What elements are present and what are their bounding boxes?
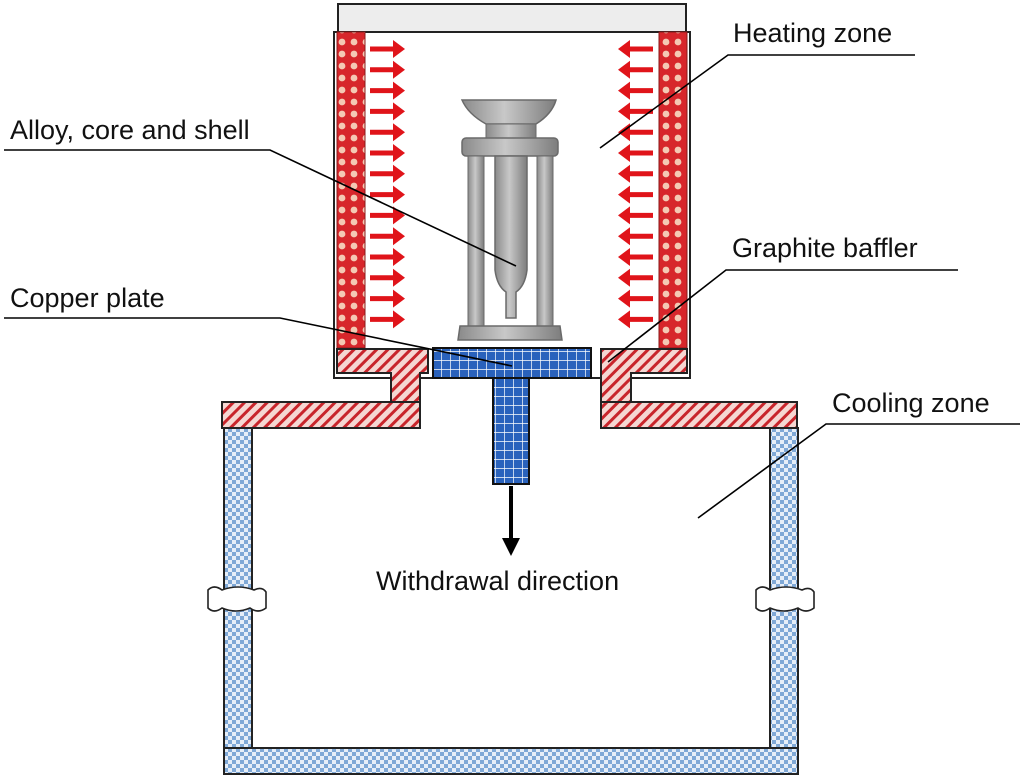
heat-arrow-left-8-head [393, 206, 405, 225]
graphite-baffler-leader [607, 269, 958, 363]
heat-arrow-left-11-head [393, 268, 405, 287]
copper-plate [432, 347, 592, 485]
copper-chill-plate [432, 347, 592, 379]
withdrawal-arrow [502, 486, 520, 556]
withdrawal-rod [492, 377, 530, 485]
leader-lines [4, 54, 1020, 519]
starter-block [457, 325, 563, 341]
left-column [467, 155, 485, 331]
heat-arrow-right-12-head [618, 289, 630, 308]
cooling-zone-label: Cooling zone [832, 388, 990, 418]
heat-radiation-arrows [370, 40, 653, 329]
cooling-zone-walls [207, 427, 815, 775]
heat-arrow-right-9-head [618, 227, 630, 246]
heat-arrow-right-8-head [618, 206, 630, 225]
heat-arrow-left-1-head [393, 60, 405, 79]
heat-arrow-right-11-head [618, 268, 630, 287]
casting-mould [457, 99, 563, 341]
heat-arrow-left-5-head [393, 144, 405, 162]
right-column [536, 155, 554, 331]
furnace-lid [337, 3, 687, 33]
heat-arrow-right-10-head [618, 248, 630, 266]
heat-arrow-left-2-head [393, 81, 405, 100]
heat-arrow-right-3-head [618, 102, 630, 121]
left-wall-clamp [207, 586, 267, 612]
heating-zone-label: Heating zone [733, 18, 892, 48]
heat-arrow-left-6-head [393, 164, 405, 183]
cooling-top-right [600, 401, 798, 429]
withdrawal-direction-label: Withdrawal direction [376, 566, 619, 596]
heat-arrow-left-7-head [393, 185, 405, 204]
cup-neck [485, 123, 537, 139]
heat-arrow-right-0-head [618, 40, 630, 58]
right-wall-clamp [755, 586, 815, 612]
copper-plate-leader [4, 317, 513, 367]
heat-arrow-right-2-head [618, 81, 630, 100]
cooling-top-left [221, 401, 421, 429]
alloy-core-shell-label: Alloy, core and shell [10, 115, 250, 145]
left-heater-wall [336, 31, 366, 349]
right-heater-wall [658, 31, 688, 349]
blade-body [494, 155, 528, 319]
heat-arrow-left-12-head [393, 289, 405, 308]
graphite-baffler-label: Graphite baffler [732, 233, 918, 263]
heat-arrow-left-9-head [393, 227, 405, 246]
heat-arrow-right-6-head [618, 164, 630, 183]
heat-arrow-right-13-head [618, 310, 630, 329]
cooling-bottom-wall [223, 747, 799, 775]
graphite-baffler [221, 348, 798, 429]
cooling-zone-leader [697, 423, 1020, 519]
heat-arrow-left-10-head [393, 248, 405, 266]
alloy-leader [4, 149, 517, 267]
copper-plate-label: Copper plate [10, 283, 165, 313]
heat-arrow-left-13-head [393, 310, 405, 329]
heat-arrow-left-3-head [393, 102, 405, 121]
top-ring [461, 137, 559, 157]
heat-arrow-left-4-head [393, 123, 405, 142]
heating-zone-leader [599, 54, 915, 149]
heat-arrow-right-7-head [618, 185, 630, 204]
heat-arrow-left-0-head [393, 40, 405, 58]
heat-arrow-right-5-head [618, 144, 630, 162]
heat-arrow-right-1-head [618, 60, 630, 79]
